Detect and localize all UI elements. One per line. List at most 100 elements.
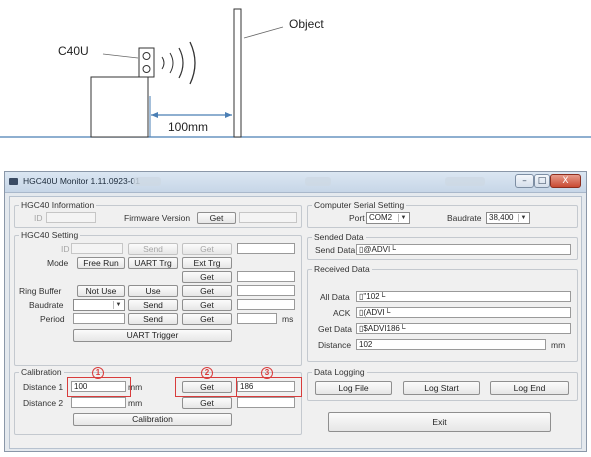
baudrate-result[interactable]: [237, 299, 295, 310]
calibration-group: Calibration: [14, 367, 302, 435]
title-bar[interactable]: HGC40U Monitor 1.11.0923-01 – □ X: [5, 172, 586, 193]
not-use-button[interactable]: Not Use: [77, 285, 125, 297]
distance1-field[interactable]: 100: [71, 381, 126, 392]
send-data-field[interactable]: ▯@ADVI└: [356, 244, 571, 255]
ring-buffer-get-button[interactable]: Get: [182, 285, 232, 297]
wave-2: [169, 52, 174, 74]
wave-4: [189, 41, 196, 85]
serial-group: Computer Serial Setting: [307, 200, 578, 228]
info-group: HGC40 Information: [14, 200, 302, 228]
calibration-button[interactable]: Calibration: [73, 413, 232, 426]
setting-id-send-button[interactable]: Send: [128, 243, 178, 255]
serial-baudrate-value: 38,400: [489, 213, 514, 222]
sended-group: Sended Data: [307, 232, 578, 260]
get-data-label: Get Data: [318, 324, 353, 334]
distance1-unit: mm: [128, 382, 143, 392]
arrow-head-right: [225, 112, 232, 118]
all-data-label: All Data: [320, 292, 350, 302]
monitor-window: HGC40U Monitor 1.11.0923-01 – □ X HGC40 …: [4, 171, 587, 452]
calibration-result-2[interactable]: [237, 397, 295, 408]
calibration-legend: Calibration: [21, 367, 62, 377]
period-result[interactable]: [237, 313, 277, 324]
maximize-button[interactable]: □: [534, 174, 550, 188]
use-button[interactable]: Use: [128, 285, 178, 297]
info-id-field[interactable]: [46, 212, 96, 223]
serial-baudrate-select[interactable]: 38,400 ▼: [486, 212, 530, 224]
ring-buffer-label: Ring Buffer: [19, 286, 62, 296]
log-end-button[interactable]: Log End: [490, 381, 569, 395]
sensor-lens-top: [142, 52, 151, 60]
period-unit: ms: [282, 314, 294, 324]
annotation-box-1: [67, 377, 131, 397]
get-data-field[interactable]: ▯$ADVI186└: [356, 323, 571, 334]
setup-diagram: C40U Object 100mm: [0, 0, 591, 150]
setup-illustration: [0, 8, 591, 138]
setting-baudrate-label: Baudrate: [29, 300, 64, 310]
ack-label: ACK: [333, 308, 351, 318]
free-run-button[interactable]: Free Run: [77, 257, 125, 269]
setting-baudrate-select[interactable]: ▼: [73, 299, 125, 311]
exit-button[interactable]: Exit: [328, 412, 551, 432]
distance2-field[interactable]: [71, 397, 126, 408]
port-value: COM2: [369, 213, 393, 222]
period-send-button[interactable]: Send: [128, 313, 178, 325]
sensor-label-pointer: [102, 53, 139, 59]
calibration-result-1[interactable]: 186: [237, 381, 295, 392]
firmware-version-label: Firmware Version: [124, 213, 191, 223]
object-label-pointer: [243, 26, 284, 39]
period-get-button[interactable]: Get: [182, 313, 232, 325]
ack-field[interactable]: ▯(ADVI└: [356, 307, 571, 318]
mode-label: Mode: [47, 258, 69, 268]
received-group: Received Data: [307, 264, 578, 362]
blurred-title-text: [445, 177, 485, 186]
setting-id-field[interactable]: [71, 243, 123, 254]
calibration-get-button-2[interactable]: Get: [182, 397, 232, 409]
chevron-down-icon: ▼: [113, 301, 123, 309]
wave-3: [178, 47, 184, 79]
object-label: Object: [289, 17, 324, 31]
calibration-get-button-1[interactable]: Get: [182, 381, 232, 393]
blurred-title-text: [305, 177, 331, 186]
firmware-version-field[interactable]: [239, 212, 297, 223]
uart-trigger-button[interactable]: UART Trigger: [73, 329, 232, 342]
baudrate-send-button[interactable]: Send: [128, 299, 178, 311]
mode-result[interactable]: [237, 271, 295, 282]
info-get-button[interactable]: Get: [197, 212, 236, 224]
annotation-marker-2: 2: [201, 367, 213, 379]
period-label: Period: [40, 314, 65, 324]
annotation-marker-1: 1: [92, 367, 104, 379]
baudrate-get-button[interactable]: Get: [182, 299, 232, 311]
object-wall: [233, 8, 242, 138]
setting-id-get-button[interactable]: Get: [182, 243, 232, 255]
port-label: Port: [349, 213, 365, 223]
blurred-title-text: [133, 177, 161, 186]
app-icon: [9, 178, 18, 185]
chevron-down-icon: ▼: [518, 214, 528, 222]
distance-field[interactable]: 102: [356, 339, 546, 350]
port-select[interactable]: COM2▼: [366, 212, 410, 224]
period-field[interactable]: [73, 313, 125, 324]
log-file-button[interactable]: Log File: [315, 381, 392, 395]
annotation-box-2: [175, 377, 237, 397]
log-start-button[interactable]: Log Start: [403, 381, 480, 395]
ring-buffer-result[interactable]: [237, 285, 295, 296]
sensor-lens-bottom: [142, 65, 151, 73]
received-legend: Received Data: [314, 264, 370, 274]
ext-trg-button[interactable]: Ext Trg: [182, 257, 232, 269]
setting-id-label: ID: [61, 244, 70, 254]
distance-label: 100mm: [168, 120, 209, 134]
sensor-stand: [90, 76, 149, 138]
info-legend: HGC40 Information: [21, 200, 95, 210]
uart-trg-button[interactable]: UART Trg: [128, 257, 178, 269]
close-button[interactable]: X: [550, 174, 581, 188]
wave-1: [161, 56, 165, 70]
distance-unit: mm: [551, 340, 566, 350]
mode-get-button[interactable]: Get: [182, 271, 232, 283]
setting-id-result[interactable]: [237, 243, 295, 254]
all-data-field[interactable]: ▯"102└: [356, 291, 571, 302]
info-id-label: ID: [34, 213, 43, 223]
annotation-box-3: [236, 377, 302, 397]
distance-label: Distance: [318, 340, 352, 350]
minimize-button[interactable]: –: [515, 174, 534, 188]
logging-legend: Data Logging: [314, 367, 365, 377]
